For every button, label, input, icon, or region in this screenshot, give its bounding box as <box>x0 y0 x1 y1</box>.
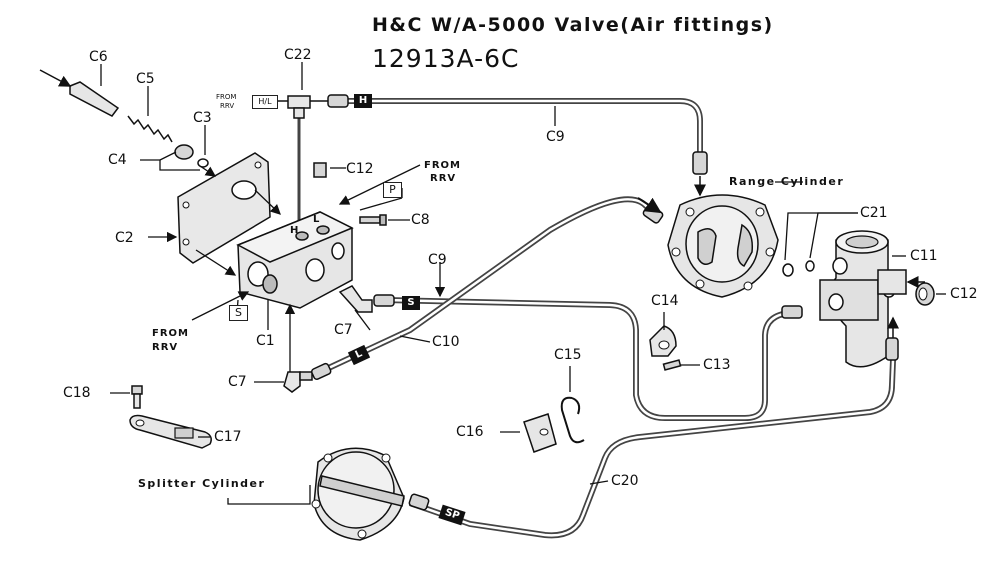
label-c15: C15 <box>554 347 582 363</box>
label-c7-upper: C7 <box>334 322 353 338</box>
c6-pin <box>39 69 120 117</box>
c12-fitting-top <box>313 162 327 178</box>
label-c2: C2 <box>115 230 134 246</box>
label-c4: C4 <box>108 152 127 168</box>
c22-tee <box>278 95 330 119</box>
label-c9-lower: C9 <box>428 252 447 268</box>
label-c7-lower: C7 <box>228 374 247 390</box>
label-c11: C11 <box>910 248 938 264</box>
label-c12-right: C12 <box>950 286 978 302</box>
label-c18: C18 <box>63 385 91 401</box>
c7-elbow-lower <box>283 371 313 393</box>
label-c5: C5 <box>136 71 155 87</box>
from-rrv-top-line1: FROM <box>424 160 461 171</box>
from-rrv-left-line2: RRV <box>152 342 179 353</box>
block-l-letter: L <box>313 214 321 225</box>
label-c13: C13 <box>703 357 731 373</box>
label-c12-top: C12 <box>346 161 374 177</box>
c13-screw <box>662 359 682 371</box>
c15-hook <box>560 396 585 444</box>
from-rrv-left-line1: FROM <box>152 328 189 339</box>
diagram-title: H&C W/A-5000 Valve(Air fittings) <box>372 14 774 36</box>
sp-air-line <box>409 359 896 539</box>
from-rrv-small-line2: RRV <box>220 102 235 110</box>
c2-plate <box>177 152 271 264</box>
valve-block <box>236 211 354 309</box>
label-c17: C17 <box>214 429 242 445</box>
c18-bolt <box>131 385 143 409</box>
label-c9-upper: C9 <box>546 129 565 145</box>
c17-lever <box>129 414 212 449</box>
port-hl-box: H/L <box>252 95 278 109</box>
part-number: 12913A-6C <box>372 44 520 73</box>
port-s-box: S <box>229 305 248 321</box>
l-air-line <box>318 196 662 375</box>
range-cylinder-label: Range Cylinder <box>729 175 845 188</box>
c21-orings <box>782 260 815 277</box>
c16-bracket <box>523 413 557 453</box>
label-c20: C20 <box>611 473 639 489</box>
c8-screw <box>359 214 387 226</box>
c12-plug <box>915 282 935 306</box>
label-c1: C1 <box>256 333 275 349</box>
label-c10: C10 <box>432 334 460 350</box>
c7-elbow-upper <box>338 285 373 313</box>
splitter-cylinder <box>311 447 430 541</box>
c3-fitting <box>174 144 209 168</box>
label-c22: C22 <box>284 47 312 63</box>
label-c3: C3 <box>193 110 212 126</box>
from-rrv-small-line1: FROM <box>216 93 237 101</box>
c14-clip <box>649 325 677 357</box>
c11-valve <box>819 230 925 368</box>
label-c6: C6 <box>89 49 108 65</box>
line-tag-h: H <box>354 94 372 108</box>
label-c21: C21 <box>860 205 888 221</box>
label-c16: C16 <box>456 424 484 440</box>
splitter-cylinder-label: Splitter Cylinder <box>138 477 266 490</box>
block-h-letter: H <box>290 225 300 236</box>
line-tag-s: S <box>402 296 420 310</box>
from-rrv-top-line2: RRV <box>430 173 457 184</box>
c5-spring <box>127 115 173 143</box>
port-p-box: P <box>383 182 402 198</box>
label-c8: C8 <box>411 212 430 228</box>
label-c14: C14 <box>651 293 679 309</box>
h-air-line <box>330 98 703 165</box>
range-cylinder <box>637 194 779 298</box>
